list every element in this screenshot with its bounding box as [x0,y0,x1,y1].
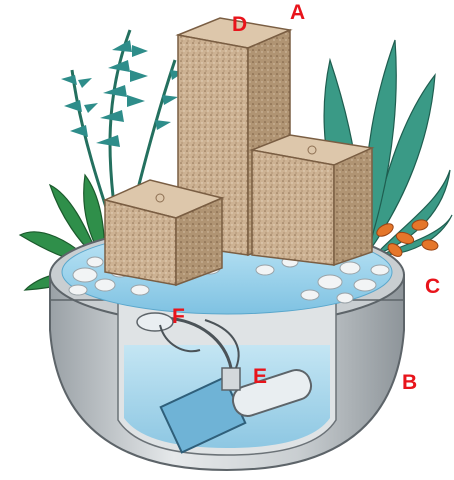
stone-pillar-short [105,180,222,285]
label-c: C [425,276,440,297]
label-a: A [290,2,305,23]
label-b: B [402,372,417,393]
label-d: D [232,14,247,35]
stone-pillar-medium [252,135,372,265]
label-f: F [172,306,185,327]
label-e: E [253,366,267,387]
